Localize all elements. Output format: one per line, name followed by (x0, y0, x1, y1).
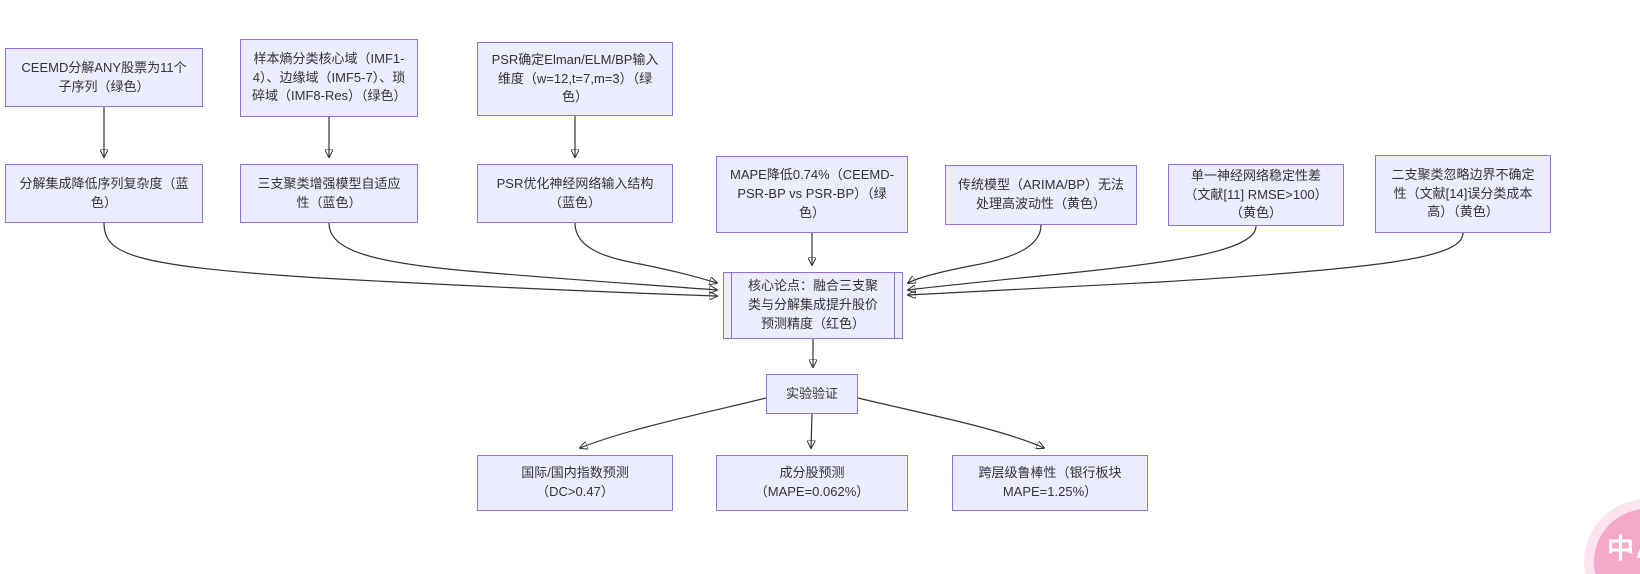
node-label: 传统模型（ARIMA/BP）无法处理高波动性（黄色） (957, 177, 1125, 211)
node-label: 成分股预测（MAPE=0.062%） (754, 465, 870, 499)
edge-singlenetwork-to-core (908, 225, 1257, 290)
node-decomposition-complexity: 分解集成降低序列复杂度（蓝色） (5, 164, 203, 223)
node-single-network-instability: 单一神经网络稳定性差（文献[11] RMSE>100）（黄色） (1168, 164, 1344, 226)
edge-adaptivity-to-core (328, 222, 717, 290)
edge-traditional-to-core (908, 224, 1042, 283)
edge-twoway-to-core (908, 232, 1464, 295)
node-cross-level-robustness: 跨层级鲁棒性（银行板块MAPE=1.25%） (952, 455, 1148, 511)
node-label: CEEMD分解ANY股票为11个子序列（绿色） (21, 59, 187, 94)
node-ceemd-decompose: CEEMD分解ANY股票为11个子序列（绿色） (5, 48, 203, 107)
edge-experiment-to-robustness (857, 397, 1044, 448)
node-experiment-validation: 实验验证 (766, 374, 858, 414)
node-mape-reduction: MAPE降低0.74%（CEEMD-PSR-BP vs PSR-BP）（绿色） (716, 156, 908, 233)
subroutine-bar-left (731, 273, 732, 338)
node-label: 单一神经网络稳定性差（文献[11] RMSE>100）（黄色） (1184, 167, 1328, 221)
node-label: 分解集成降低序列复杂度（蓝色） (19, 175, 189, 210)
node-index-prediction: 国际/国内指数预测（DC>0.47） (477, 455, 673, 511)
node-label: PSR确定Elman/ELM/BP输入维度（w=12,t=7,m=3）（绿色） (491, 51, 659, 105)
node-label: 二支聚类忽略边界不确定性（文献[14]误分类成本高）（黄色） (1391, 166, 1535, 220)
node-label: 跨层级鲁棒性（银行板块MAPE=1.25%） (978, 465, 1122, 499)
edge-experiment-to-constituent (811, 413, 812, 448)
translate-button[interactable]: 中A (1594, 509, 1640, 574)
node-label: 国际/国内指数预测（DC>0.47） (521, 465, 629, 499)
node-label: 核心论点：融合三支聚类与分解集成提升股价预测精度（红色） (747, 278, 878, 331)
node-two-way-boundary: 二支聚类忽略边界不确定性（文献[14]误分类成本高）（黄色） (1375, 155, 1551, 233)
node-label: 三支聚类增强模型自适应性（蓝色） (257, 175, 401, 210)
edge-complexity-to-core (103, 222, 717, 296)
node-traditional-model-limit: 传统模型（ARIMA/BP）无法处理高波动性（黄色） (945, 165, 1137, 225)
node-label: PSR优化神经网络输入结构（蓝色） (496, 175, 654, 210)
translate-icon: 中A (1607, 534, 1640, 564)
node-label: MAPE降低0.74%（CEEMD-PSR-BP vs PSR-BP）（绿色） (730, 167, 894, 220)
node-constituent-prediction: 成分股预测（MAPE=0.062%） (716, 455, 908, 511)
node-core-thesis: 核心论点：融合三支聚类与分解集成提升股价预测精度（红色） (723, 272, 903, 339)
node-sample-entropy: 样本熵分类核心域（IMF1-4）、边缘域（IMF5-7）、琐碎域（IMF8-Re… (240, 39, 418, 117)
subroutine-bar-right (894, 273, 895, 338)
node-label: 实验验证 (785, 385, 838, 401)
node-three-way-adaptivity: 三支聚类增强模型自适应性（蓝色） (240, 164, 418, 223)
edge-inputstructure-to-core (574, 222, 717, 283)
node-psr-input-structure: PSR优化神经网络输入结构（蓝色） (477, 164, 673, 223)
node-label: 样本熵分类核心域（IMF1-4）、边缘域（IMF5-7）、琐碎域（IMF8-Re… (252, 50, 407, 104)
node-psr-dimension: PSR确定Elman/ELM/BP输入维度（w=12,t=7,m=3）（绿色） (477, 42, 673, 116)
edge-experiment-to-index (580, 397, 767, 448)
